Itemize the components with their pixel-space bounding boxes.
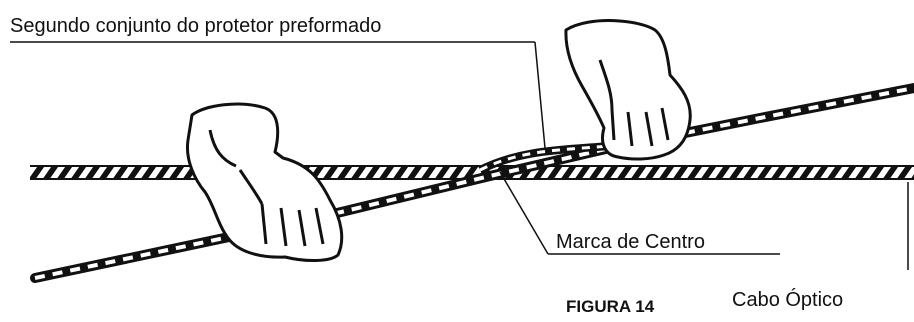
gloved-hand-right-icon (564, 19, 692, 161)
figure-caption: FIGURA 14 (566, 297, 655, 316)
gloved-hand-left-icon (185, 102, 344, 262)
top-label-leader (534, 41, 546, 149)
top-label: Segundo conjunto do protetor preformado (10, 15, 381, 37)
preformed-protector-rod (30, 83, 914, 283)
cable-label: Cabo Óptico (732, 288, 843, 311)
center-mark-label: Marca de Centro (556, 231, 705, 253)
leader-lines (10, 41, 909, 270)
center-mark-leader (499, 171, 549, 255)
